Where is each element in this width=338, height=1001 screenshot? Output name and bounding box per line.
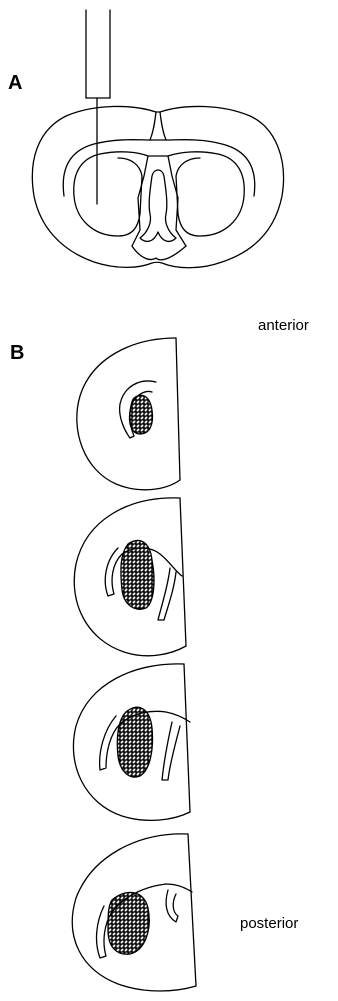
brain-outline [32, 106, 283, 267]
section-3-lesion [117, 707, 152, 777]
section-4-lesion [108, 892, 149, 954]
anterior-label: anterior [258, 317, 309, 334]
posterior-label: posterior [240, 915, 298, 932]
panel-a-label: A [8, 72, 22, 95]
left-striatum [74, 158, 142, 236]
corpus-callosum [63, 140, 255, 196]
section-1-lesion [129, 395, 152, 434]
right-striatum [176, 158, 244, 236]
section-3 [73, 664, 190, 820]
panel-a-coronal-section [32, 10, 283, 268]
section-2 [74, 498, 186, 656]
midline-fissure [150, 112, 156, 140]
section-1 [77, 338, 180, 490]
panel-b-label: B [10, 342, 24, 365]
section-1-outline [77, 338, 180, 490]
section-2-lesion [121, 541, 154, 610]
section-4 [72, 834, 196, 991]
third-ventricle [140, 170, 176, 241]
